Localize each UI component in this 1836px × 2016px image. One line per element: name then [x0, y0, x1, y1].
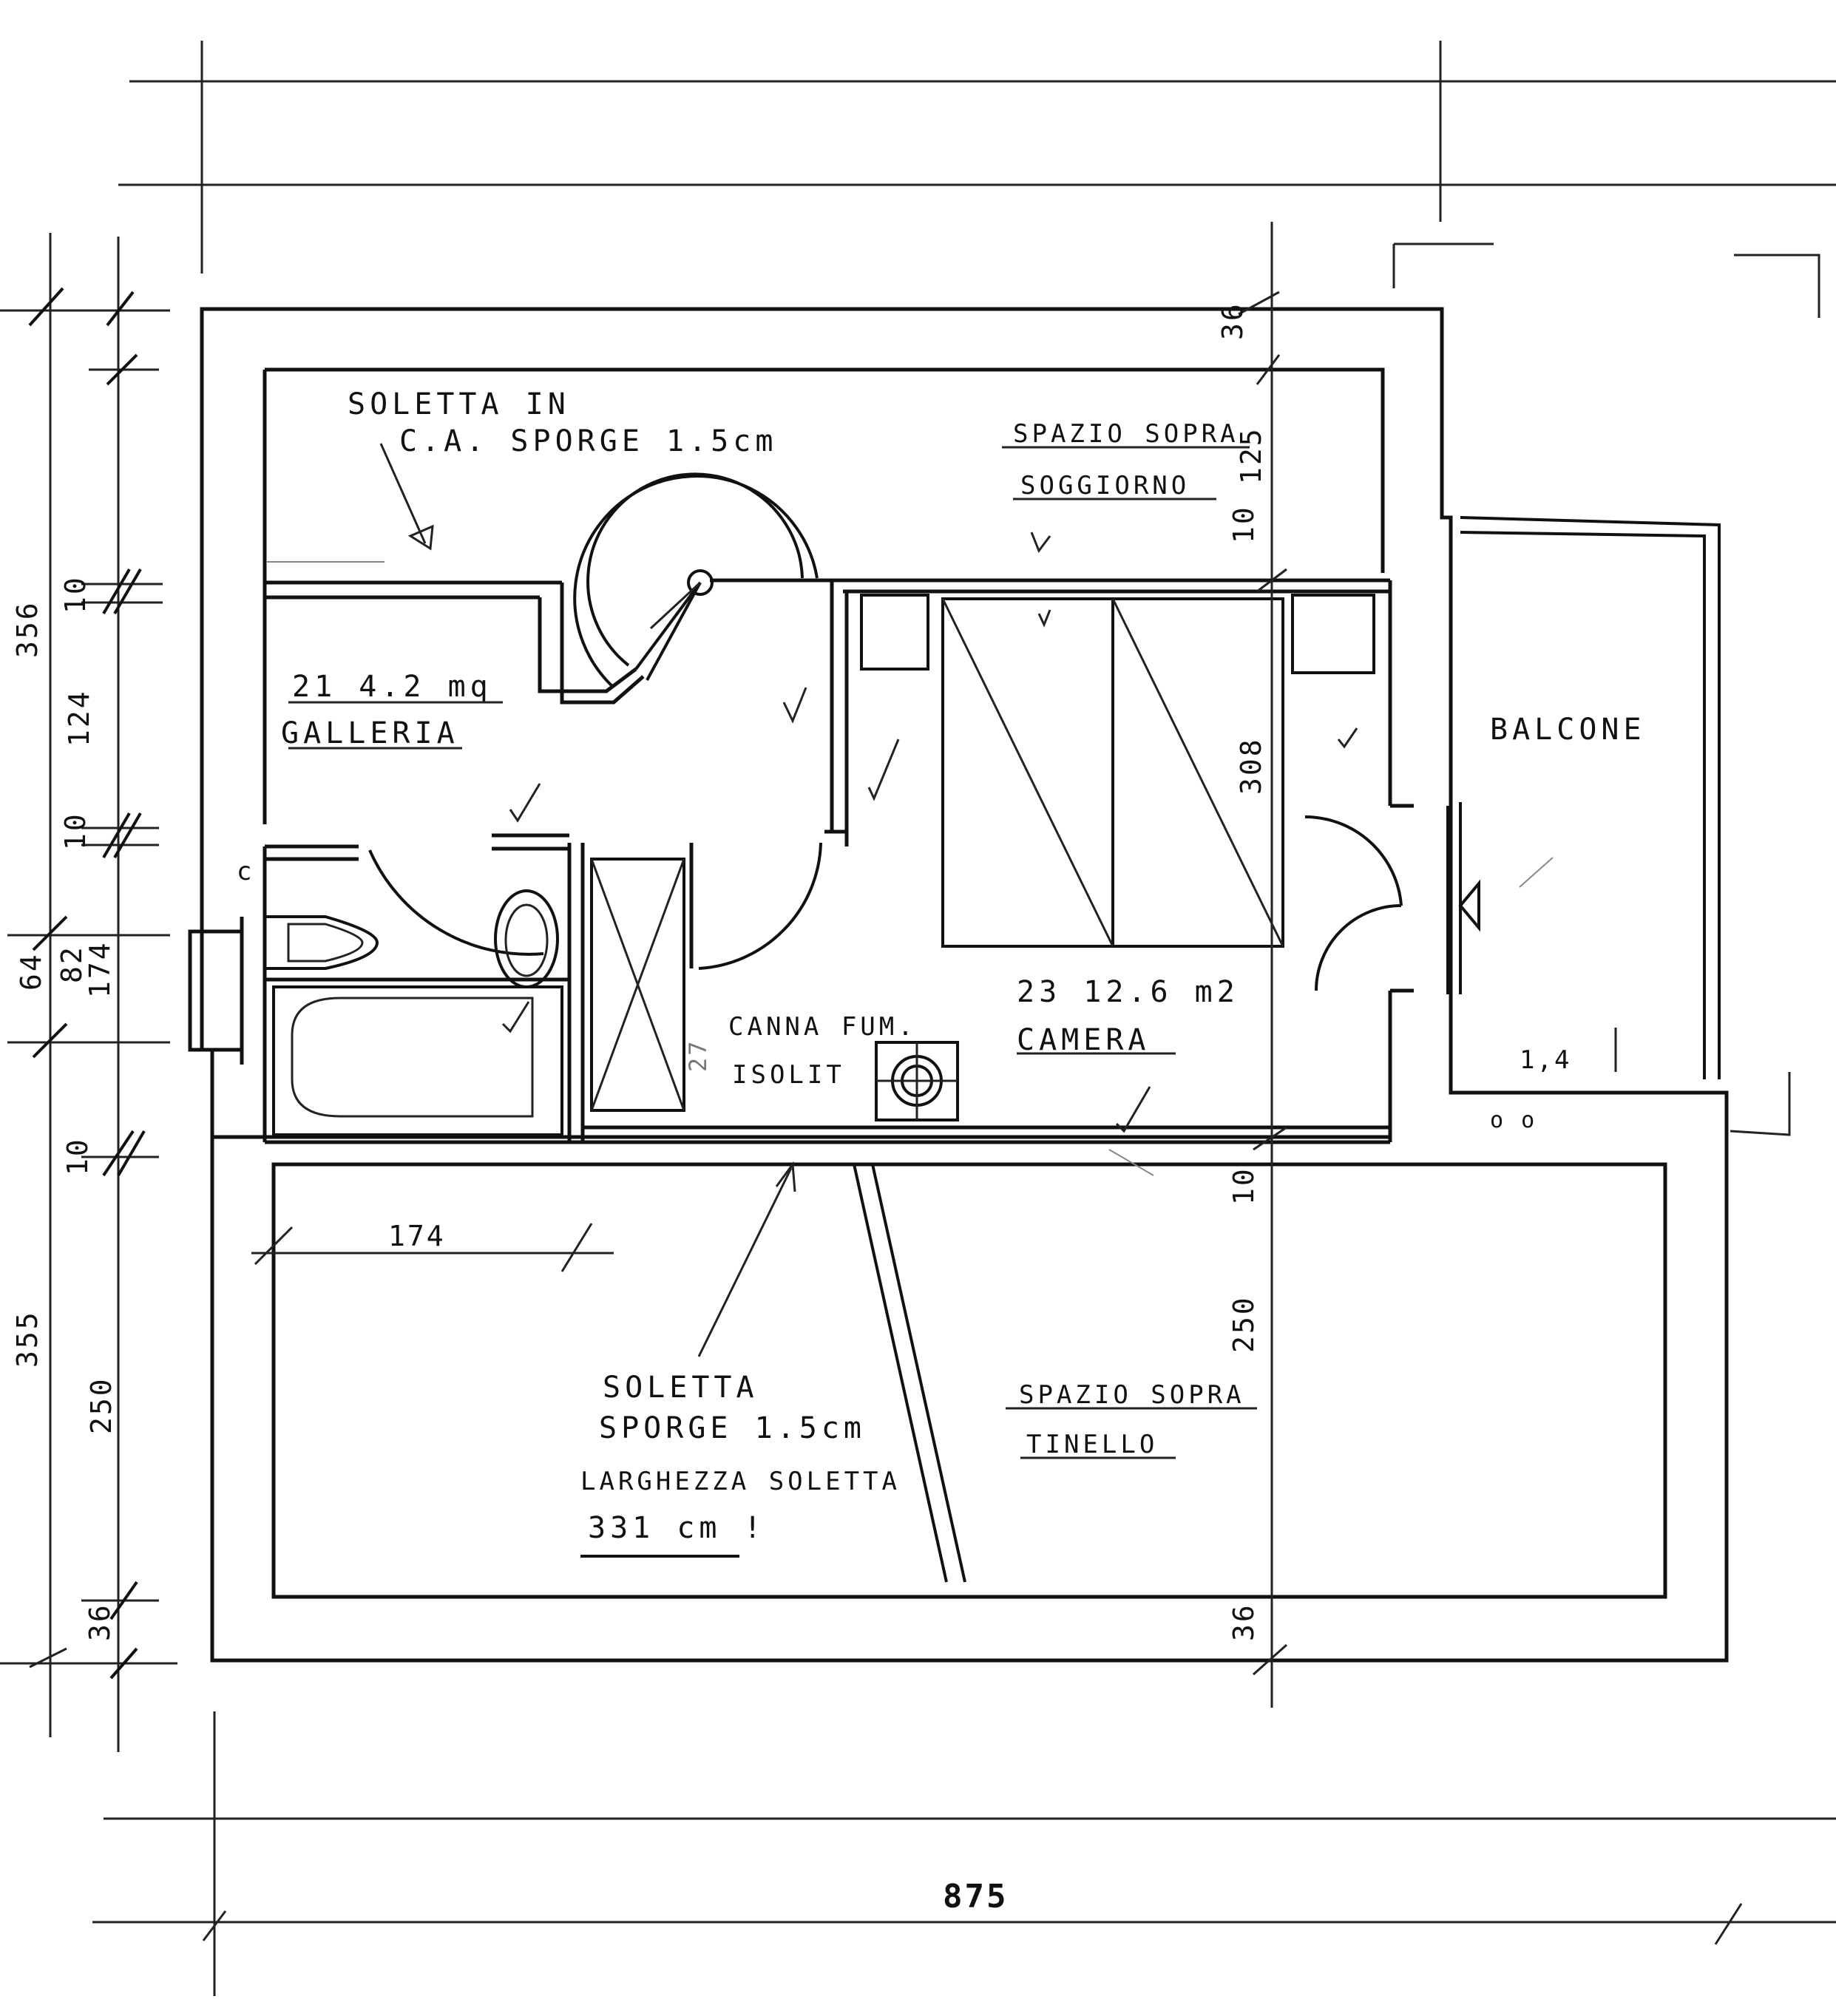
dim-10-right: 10 [1227, 505, 1260, 543]
dim-36-left: 36 [84, 1603, 116, 1641]
right-dimension-lines [92, 222, 1836, 1996]
dim-10-c: 10 [61, 1137, 94, 1175]
label-camera: CAMERA [1017, 1023, 1151, 1057]
outer-walls [188, 307, 1729, 1663]
label-isolit: ISOLIT [732, 1060, 845, 1090]
label-galleria: GALLERIA [281, 716, 459, 750]
label-camera-area: 23 12.6 m2 [1017, 975, 1239, 1009]
label-spazio-tinello-2: TINELLO [1026, 1430, 1158, 1459]
label-canna-fumaria: CANNA FUM. [728, 1012, 917, 1042]
label-soletta-in-1: SOLETTA IN [348, 387, 570, 421]
label-spazio-soggiorno-2: SOGGIORNO [1020, 471, 1190, 500]
dim-355: 355 [11, 1310, 44, 1368]
dim-308: 308 [1235, 737, 1267, 795]
label-331cm: 331 cm ! [588, 1511, 766, 1545]
dim-174-vertical: 174 [84, 940, 116, 998]
label-larghezza-soletta: LARGHEZZA SOLETTA [580, 1467, 901, 1496]
balcony [1392, 242, 1820, 1136]
dim-10-b: 10 [59, 812, 92, 850]
dim-124: 124 [63, 689, 95, 747]
top-reference-lines [118, 41, 1836, 274]
room-labels: SOLETTA IN C.A. SPORGE 1.5cm SPAZIO SOPR… [281, 387, 1646, 1558]
label-soletta-in-2: C.A. SPORGE 1.5cm [399, 424, 777, 458]
label-soletta-sporge: SPORGE 1.5cm [599, 1411, 866, 1445]
dim-356: 356 [11, 600, 44, 658]
label-galleria-area: 21 4.2 mq [292, 670, 492, 704]
dim-250-right: 250 [1227, 1295, 1260, 1353]
dimension-labels: 356 355 10 124 10 64 82 174 10 250 36 36… [11, 302, 1571, 1915]
dim-64: 64 [15, 952, 47, 991]
label-spazio-soggiorno-1: SPAZIO SOPRA [1013, 419, 1239, 449]
mark-c: c [237, 857, 254, 886]
label-soletta: SOLETTA [603, 1371, 759, 1405]
label-balcone: BALCONE [1490, 713, 1646, 747]
door-swings [368, 815, 1403, 991]
left-dimension-lines [0, 233, 177, 1752]
dim-36-bottom-right: 36 [1227, 1603, 1260, 1641]
annotation-arrows [379, 443, 966, 1583]
dim-82: 82 [55, 945, 88, 983]
dim-250-left: 250 [85, 1377, 118, 1434]
check-marks [501, 532, 1358, 1133]
dim-875: 875 [943, 1878, 1008, 1915]
dim-27: 27 [684, 1039, 712, 1072]
dim-10-a: 10 [59, 575, 92, 614]
dimension-ticks [28, 287, 146, 1680]
dim-1-4: 1,4 [1520, 1045, 1571, 1075]
faint-marks [266, 561, 1554, 1176]
camera-furniture [860, 594, 1375, 948]
dim-36-top-right: 36 [1216, 302, 1249, 340]
dim-174-horizontal: 174 [388, 1220, 446, 1252]
dim-10-right-b: 10 [1227, 1167, 1260, 1205]
mark-oo: o o [1490, 1107, 1537, 1133]
interior-walls [262, 578, 1414, 1144]
bathroom-fixtures [266, 858, 959, 1136]
label-spazio-tinello-1: SPAZIO SOPRA [1019, 1380, 1245, 1410]
spiral-staircase [573, 472, 819, 689]
dim-125: 125 [1235, 427, 1267, 484]
